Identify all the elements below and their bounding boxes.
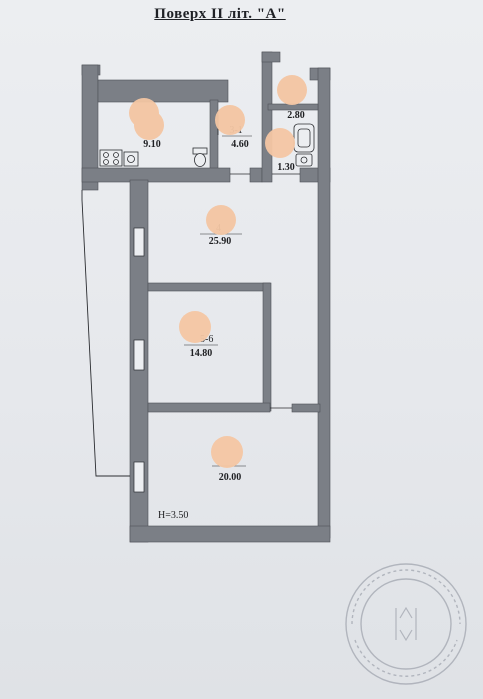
room-5-6: 5-6 14.80 [184,334,218,359]
washbasin-icon [295,153,313,167]
redaction-mark [265,128,295,158]
redaction-mark [179,311,211,343]
wall-segment [249,167,263,183]
room-area: 14.80 [190,348,213,359]
wall-segment [261,51,281,63]
redaction-mark [206,205,236,235]
room-area: 4.60 [231,139,249,150]
wall-segment [291,403,321,413]
room-area: 25.90 [209,236,232,247]
room-top-right: 2.80 [287,110,305,121]
doors [217,115,300,409]
room-area: 20.00 [219,472,242,483]
bathtub-icon [293,123,315,153]
wall-segment [147,282,271,292]
room-area: 1.30 [277,162,295,173]
window [133,461,145,493]
walls [81,51,331,543]
redaction-mark [277,75,307,105]
wall-segment [81,64,99,191]
stove-icon [99,149,123,167]
wall-segment [209,99,219,173]
wall-segment [129,525,331,543]
wall-segment [147,402,271,413]
redaction-mark [215,105,245,135]
wall-segment [81,167,231,183]
room-bath: 1.30 [277,162,295,173]
page-title: Поверх II літ. "А" [154,6,286,22]
window [133,339,145,371]
room-large: 20.00 [212,465,246,483]
redaction-mark [211,436,243,468]
wall-segment [262,282,272,412]
sink-icon [123,151,139,167]
room-area: 9.10 [143,139,161,150]
room-number: 5-6 [200,334,213,345]
wall-segment [317,67,331,539]
wall-segment [261,51,273,183]
wall-segment [97,79,229,103]
room-kitchen: 9.10 [143,139,161,150]
official-stamp [345,563,467,685]
balcony-outline [81,190,130,477]
ceiling-height-label: H=3.50 [158,510,188,521]
windows [133,227,145,493]
room-area: 2.80 [287,110,305,121]
redaction-marks [129,75,307,468]
window [133,227,145,257]
toilet-icon [192,147,208,167]
redaction-mark [134,110,164,140]
